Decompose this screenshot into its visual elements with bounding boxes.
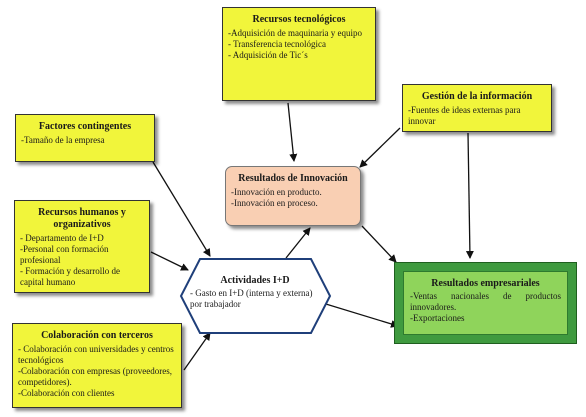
colaboracion-item-1: - Colaboración con universidades y centr… [18,344,174,365]
arrow-actividades-to-resultados [315,300,399,328]
recursos-tecnologicos-item-2: - Transferencia tecnológica [228,39,326,49]
colaboracion-item-2: -Colaboración con empresas (proveedores,… [18,366,172,387]
resultados-empresariales-item-1: -Ventas nacionales de productos innovado… [410,291,561,312]
resultados-innovacion-item-2: -Innovación en proceso. [231,198,318,208]
actividades-hexagon [179,258,332,334]
recursos-tecnologicos-item-1: -Adquisición de maquinaria y equipo [228,28,362,38]
gestion-informacion-box: Gestión de la información -Fuentes de id… [402,84,552,132]
arrow-factores-to-actividades [152,161,211,257]
resultados-empresariales-item-2: -Exportaciones [410,313,465,323]
recursos-tecnologicos-title: Recursos tecnológicos [252,14,346,25]
resultados-empresariales-title: Resultados empresariales [431,278,540,289]
recursos-humanos-item-2: -Personal con formación profesional [20,244,109,265]
colaboracion-box: Colaboración con terceros - Colaboración… [12,323,182,408]
resultados-empresariales-box: Resultados empresariales -Ventas naciona… [403,271,568,335]
resultados-innovacion-box: Resultados de Innovación -Innovación en … [225,166,361,226]
actividades-item-1: - Gasto en I+D (interna y externa) por t… [190,288,313,309]
colaboracion-item-3: -Colaboración con clientes [18,388,115,398]
gestion-informacion-title: Gestión de la información [421,91,533,102]
recursos-tecnologicos-box: Recursos tecnológicos -Adquisición de ma… [222,7,376,101]
resultados-innovacion-item-1: -Innovación en producto. [231,187,322,197]
factores-contingentes-item-1: -Tamaño de la empresa [21,135,105,145]
actividades-title: Actividades I+D [220,275,290,286]
factores-contingentes-title: Factores contingentes [38,121,132,132]
recursos-humanos-item-3: - Formación y desarrollo de capital huma… [20,266,120,287]
arrow-actividades-to-innovacion [285,227,311,259]
actividades-content: Actividades I+D - Gasto en I+D (interna … [190,275,320,325]
arrow-gestion-to-innovacion [359,127,401,168]
colaboracion-title: Colaboración con terceros [41,330,153,341]
arrow-colaboracion-to-actividades [183,332,211,371]
arrow-gestion-to-resultados [465,132,474,259]
recursos-humanos-box: Recursos humanos y organizativos - Depar… [14,200,150,293]
factores-contingentes-box: Factores contingentes -Tamaño de la empr… [15,114,155,162]
recursos-humanos-item-1: - Departamento de I+D [20,233,104,243]
recursos-tecnologicos-item-3: - Adquisición de Tic´s [228,50,308,60]
arrow-tecnologicos-to-innovacion [287,102,298,162]
arrow-innovacion-to-resultados [361,225,397,263]
arrow-humanos-to-actividades [150,251,189,271]
gestion-informacion-item-1: -Fuentes de ideas externas para innovar [408,105,521,126]
recursos-humanos-title: Recursos humanos y organizativos [38,207,126,230]
resultados-innovacion-title: Resultados de Innovación [238,173,348,184]
